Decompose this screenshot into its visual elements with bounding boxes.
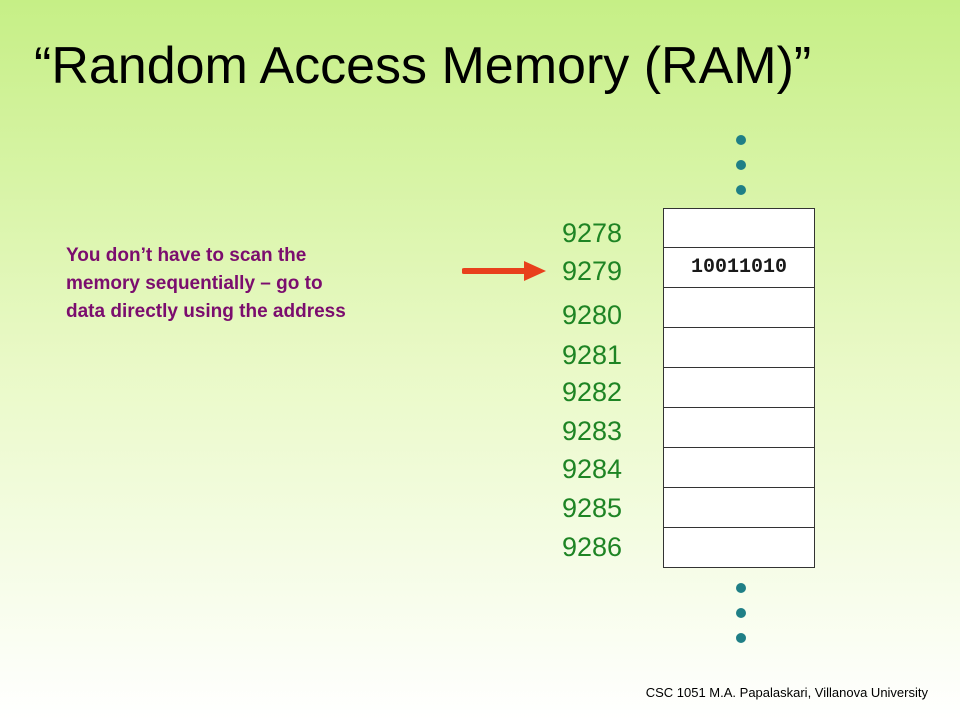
address-label: 9278: [562, 218, 623, 248]
memory-cell: [663, 408, 815, 448]
address-label: 9280: [562, 300, 623, 330]
memory-cell: [663, 368, 815, 408]
ellipsis-dot-icon: [736, 185, 746, 195]
memory-cell: 10011010: [663, 248, 815, 288]
note-text: You don’t have to scan the memory sequen…: [66, 242, 446, 326]
footer-credit: CSC 1051 M.A. Papalaskari, Villanova Uni…: [645, 685, 928, 700]
ellipsis-dot-icon: [736, 583, 746, 593]
note-line: You don’t have to scan the: [66, 245, 307, 266]
memory-cell: [663, 448, 815, 488]
address-label: 9285: [562, 493, 623, 523]
memory-cells: 10011010: [663, 208, 815, 568]
address-label: 9284: [562, 454, 623, 484]
address-label: 9283: [562, 416, 623, 446]
ellipsis-dot-icon: [736, 160, 746, 170]
note-line: memory sequentially – go to: [66, 273, 323, 294]
ellipsis-dot-icon: [736, 633, 746, 643]
memory-cell: [663, 328, 815, 368]
memory-cell: [663, 208, 815, 248]
ellipsis-dot-icon: [736, 608, 746, 618]
slide-title: “Random Access Memory (RAM)”: [34, 37, 812, 95]
memory-cell: [663, 288, 815, 328]
note-line: data directly using the address: [66, 301, 346, 322]
address-label: 9286: [562, 532, 623, 562]
address-label: 9279: [562, 256, 623, 286]
ellipsis-dot-icon: [736, 135, 746, 145]
address-label: 9282: [562, 377, 623, 407]
address-label: 9281: [562, 340, 623, 370]
memory-cell: [663, 488, 815, 528]
pointer-arrow-icon: [462, 261, 546, 281]
memory-cell: [663, 528, 815, 568]
